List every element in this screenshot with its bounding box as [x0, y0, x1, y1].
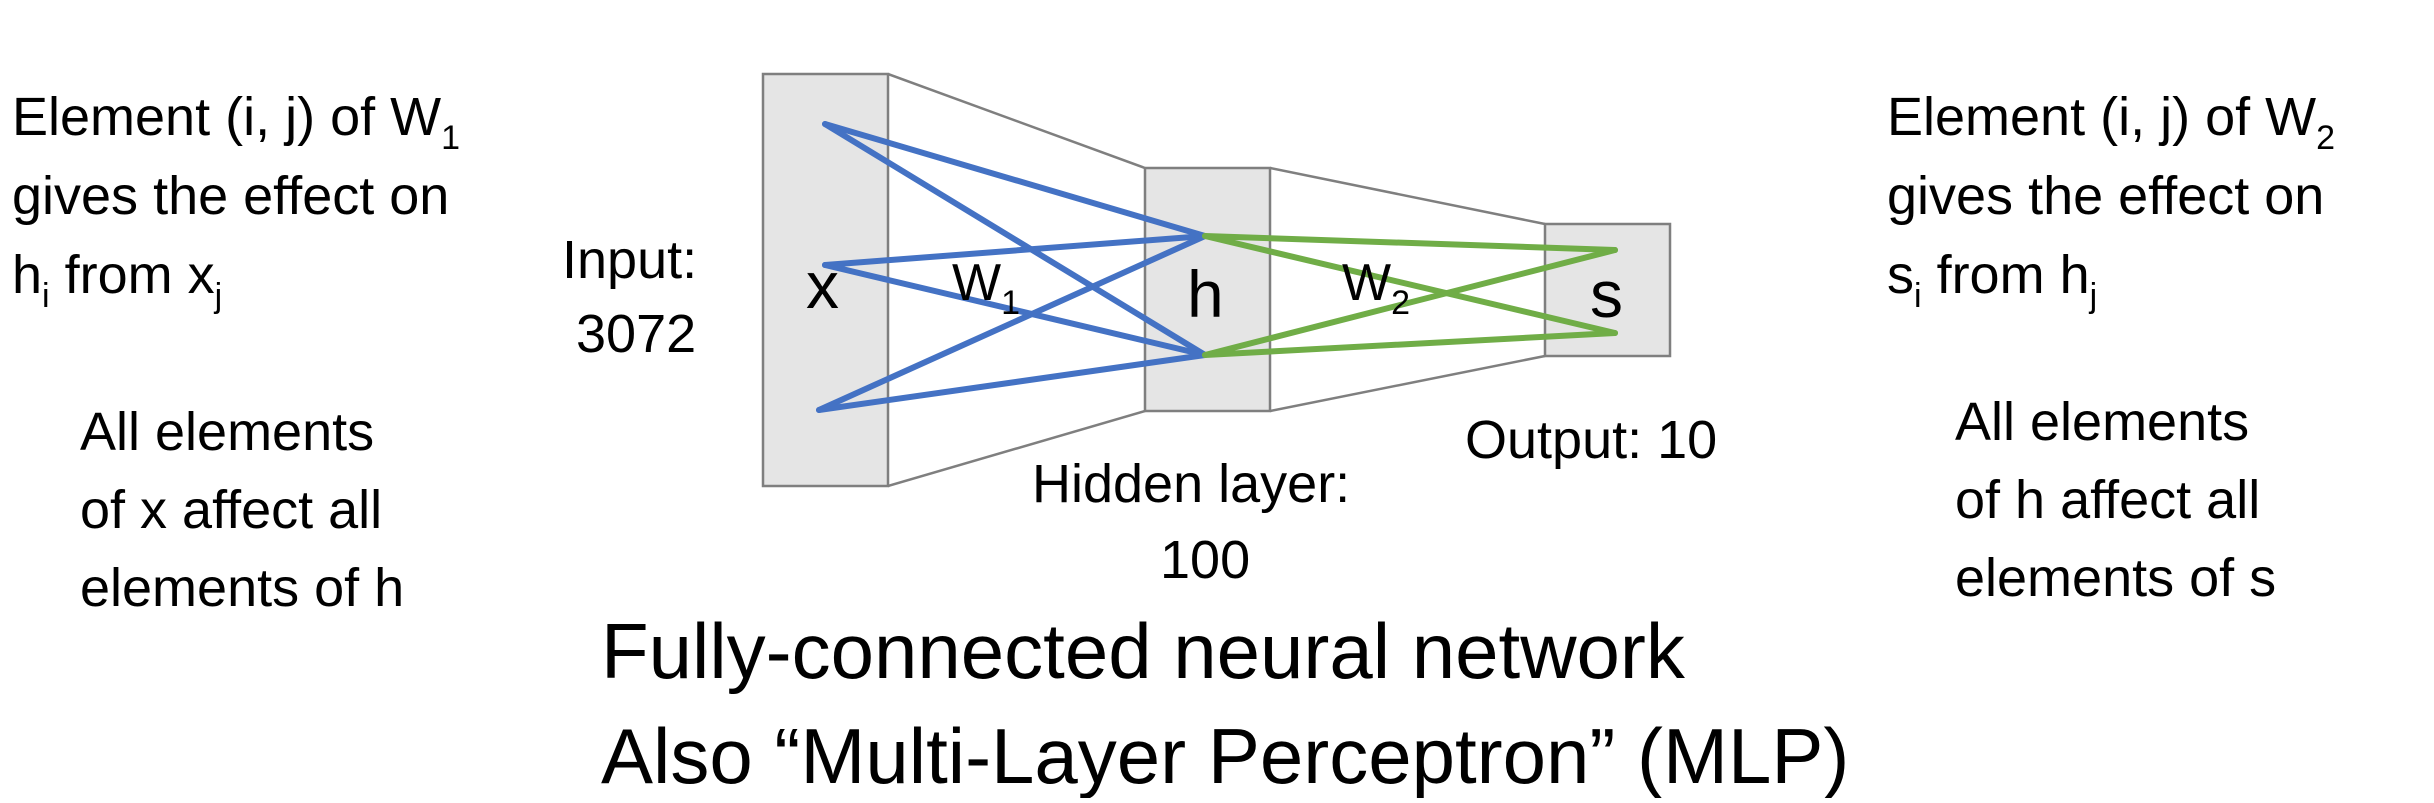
connector-x-h-top [887, 72, 1146, 170]
title-line1: Fully-connected neural network [601, 607, 1686, 695]
node-s-label: s [1590, 257, 1623, 331]
w1-edge [816, 233, 1208, 413]
right-note-line3-b-sub: j [2089, 277, 2098, 315]
left-note-line3-a: h [12, 245, 42, 305]
right-note-line2: gives the effect on [1887, 166, 2324, 226]
w2-edge [1202, 233, 1618, 253]
input-label-line2: 3072 [576, 304, 696, 364]
hidden-label-line1: Hidden layer: [1032, 454, 1350, 514]
right-summary-line1: All elements [1955, 392, 2249, 452]
hidden-label-line2: 100 [1160, 530, 1250, 590]
right-note-line1-sub: 2 [2316, 119, 2335, 157]
w1-edge [822, 233, 1208, 268]
w1-edge [822, 121, 1208, 358]
w1-connections [816, 121, 1208, 413]
right-summary-line2: of h affect all [1955, 470, 2260, 530]
connector-x-h-bottom [887, 409, 1146, 488]
left-note-line2: gives the effect on [12, 166, 449, 226]
right-note-line3-mid: from h [1922, 245, 2090, 305]
w2-label: W2 [1342, 254, 1410, 322]
w2-edge [1202, 233, 1618, 336]
left-note-line3-a-sub: i [42, 277, 50, 315]
right-note-line3-a-sub: i [1914, 277, 1922, 315]
w2-label-sub: 2 [1391, 284, 1410, 322]
w2-edge [1202, 247, 1618, 358]
left-note-line1: Element (i, j) of W1 [12, 87, 460, 157]
title-line2: Also “Multi-Layer Perceptron” (MLP) [601, 712, 1849, 798]
w2-edge [1202, 330, 1618, 358]
left-note-line3-b-sub: j [214, 277, 223, 315]
right-note-line1-text: Element (i, j) of W [1887, 87, 2316, 147]
node-x-label: x [806, 248, 839, 322]
w2-label-base: W [1342, 254, 1391, 312]
right-note-line3: si from hj [1887, 245, 2097, 315]
right-note-line1: Element (i, j) of W2 [1887, 87, 2335, 157]
output-label: Output: 10 [1465, 410, 1717, 470]
w1-edge [822, 121, 1208, 239]
node-h-label: h [1187, 257, 1224, 331]
left-summary-line2: of x affect all [80, 480, 382, 540]
w1-label-base: W [952, 254, 1001, 312]
hidden-layer-box [1143, 166, 1272, 413]
left-summary-line1: All elements [80, 402, 374, 462]
right-note-line3-a: s [1887, 245, 1914, 305]
input-layer-box [761, 72, 890, 488]
w2-connections [1202, 233, 1618, 358]
layer-connector-outlines [887, 72, 1546, 488]
w1-label: W1 [952, 254, 1020, 322]
w1-label-sub: 1 [1001, 284, 1020, 322]
connector-h-s-bottom [1269, 354, 1546, 413]
left-note-line1-sub: 1 [441, 119, 460, 157]
right-summary-line3: elements of s [1955, 548, 2276, 608]
left-summary-line3: elements of h [80, 558, 404, 618]
w1-edge [816, 352, 1208, 413]
input-label-line1: Input: [562, 230, 697, 290]
left-note-line3-mid: from x [50, 245, 215, 305]
left-note-line1-text: Element (i, j) of W [12, 87, 441, 147]
connector-h-s-top [1269, 166, 1546, 226]
left-note-line3: hi from xj [12, 245, 222, 315]
w1-edge [822, 262, 1208, 358]
